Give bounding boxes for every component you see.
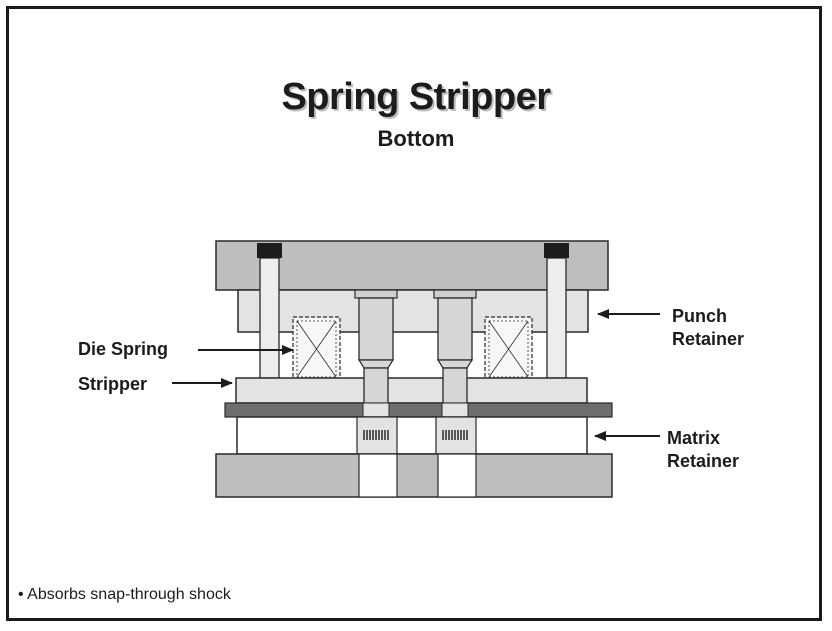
matrix-left: [356, 416, 398, 455]
matrix-retainer-plate: [236, 416, 588, 455]
bolt-head-left: [257, 243, 282, 258]
strip-gap-left: [362, 402, 390, 418]
label-matrix-retainer: Matrix Retainer: [667, 427, 739, 473]
material-strip: [224, 402, 613, 418]
die-spring-left: [292, 316, 341, 382]
slug-right: [442, 430, 468, 440]
matrix-right: [435, 416, 477, 455]
strip-gap-right: [441, 402, 469, 418]
diagram-subtitle: Bottom: [377, 126, 455, 151]
punch-left: [354, 289, 398, 421]
punch-retainer-plate: [237, 289, 589, 333]
bolt-head-right: [544, 243, 569, 258]
die-spring-right: [484, 316, 533, 382]
stripper-bolt-right: [546, 257, 567, 379]
bottom-plate: [215, 453, 613, 498]
slug-chute-right: [437, 453, 477, 498]
bullet-note: • Absorbs snap-through shock: [18, 586, 231, 603]
label-punch-retainer: Punch Retainer: [672, 305, 744, 351]
label-matrix-retainer-line2: Retainer: [667, 451, 740, 471]
label-punch-retainer-line1: Punch: [672, 306, 728, 326]
slug-chute-left: [358, 453, 398, 498]
label-matrix-retainer-line1: Matrix: [667, 428, 721, 448]
label-stripper: Stripper: [78, 374, 148, 394]
slug-left: [363, 430, 389, 440]
label-punch-retainer-line2: Retainer: [672, 329, 745, 349]
stripper-bolt-left: [259, 257, 280, 379]
label-die-spring: Die Spring: [78, 339, 169, 359]
top-plate: [215, 240, 609, 291]
stripper-plate: [235, 377, 588, 404]
diagram-title: Spring Stripper: [281, 76, 551, 118]
